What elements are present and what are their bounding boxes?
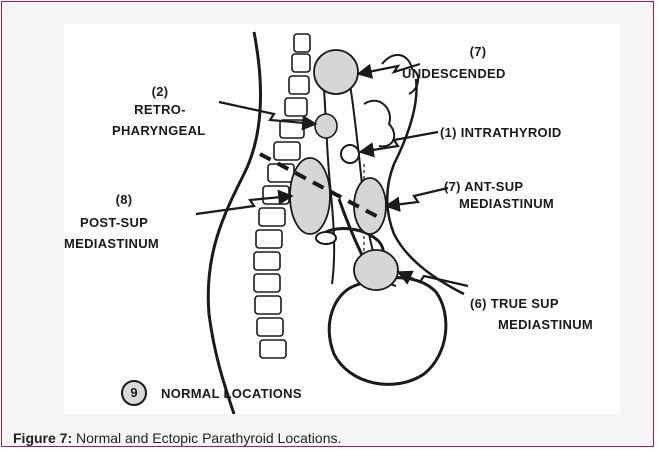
gland-undescended — [314, 50, 358, 94]
label-retropharyngeal-line1: RETRO- — [120, 102, 200, 118]
label-ant-sup-line2: MEDIASTINUM — [459, 196, 554, 212]
figure-caption-prefix: Figure 7: — [13, 430, 72, 446]
figure-caption: Figure 7: Normal and Ectopic Parathyroid… — [13, 430, 341, 446]
label-retropharyngeal-line2: PHARYNGEAL — [112, 123, 206, 139]
label-post-sup-line1: POST-SUP — [80, 215, 148, 231]
label-true-sup-line1: (6) TRUE SUP — [470, 296, 559, 312]
label-ant-sup-line1: (7) ANT-SUP — [444, 179, 523, 195]
normal-locations-badge: 9 — [121, 380, 147, 406]
heart — [329, 278, 446, 385]
label-undescended-count: (7) — [458, 44, 498, 60]
gland-retropharyngeal — [315, 114, 337, 138]
anatomy-illustration: (7) UNDESCENDED (2) RETRO- PHARYNGEAL (1… — [64, 24, 620, 414]
label-post-sup-line2: MEDIASTINUM — [64, 236, 159, 252]
larynx — [364, 101, 394, 147]
gland-post-sup — [290, 158, 330, 234]
normal-locations-label: NORMAL LOCATIONS — [161, 386, 302, 402]
label-intrathyroid: (1) INTRATHYROID — [440, 125, 562, 141]
label-true-sup-line2: MEDIASTINUM — [498, 317, 593, 333]
gland-true-sup — [354, 250, 398, 290]
label-retropharyngeal-count: (2) — [140, 84, 180, 100]
pointer-arrows — [196, 64, 468, 286]
back-contour — [208, 32, 260, 414]
label-post-sup-count: (8) — [104, 192, 144, 208]
figure-caption-text: Normal and Ectopic Parathyroid Locations… — [72, 430, 341, 446]
label-undescended-name: UNDESCENDED — [402, 66, 506, 82]
gland-intrathyroid — [341, 145, 359, 163]
